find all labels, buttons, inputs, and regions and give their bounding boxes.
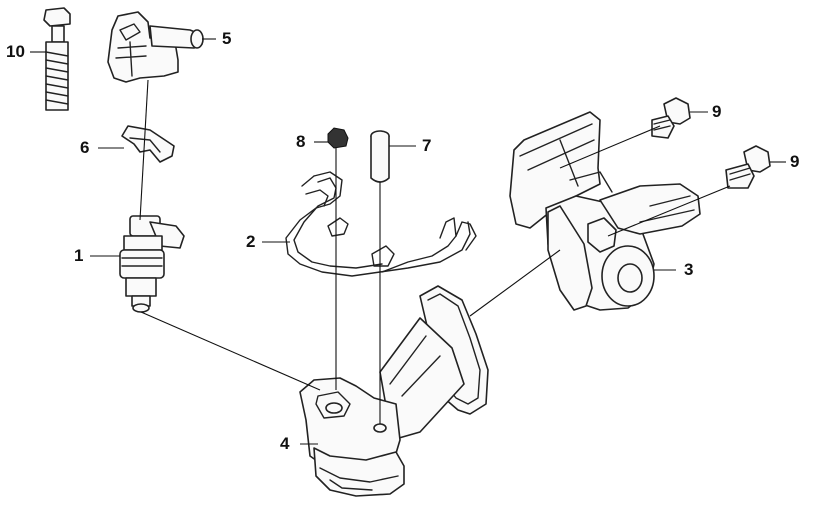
part-4-manifold [299, 285, 489, 497]
part-1-injector [119, 215, 185, 313]
part-9-bolt-upper [651, 97, 691, 139]
callout-6: 6 [80, 138, 90, 157]
callout-10: 10 [6, 42, 25, 61]
callout-5: 5 [222, 29, 232, 48]
part-10-bolt [43, 7, 71, 111]
callout-4: 4 [280, 434, 290, 453]
leader-lines [30, 38, 786, 445]
part-5-sensor [107, 11, 204, 83]
part-6-clip [121, 125, 175, 163]
callout-9-upper: 9 [712, 102, 722, 121]
part-2-harness [285, 171, 477, 277]
part-8-cap [327, 127, 349, 149]
callout-7: 7 [422, 136, 432, 155]
part-3-throttle-body [509, 111, 701, 311]
callout-3: 3 [684, 260, 694, 279]
callout-9-lower: 9 [790, 152, 800, 171]
part-9-bolt-lower [725, 145, 771, 189]
callout-2: 2 [246, 232, 256, 251]
callout-1: 1 [74, 246, 84, 265]
part-7-sleeve [370, 130, 390, 183]
callout-8: 8 [296, 132, 306, 151]
